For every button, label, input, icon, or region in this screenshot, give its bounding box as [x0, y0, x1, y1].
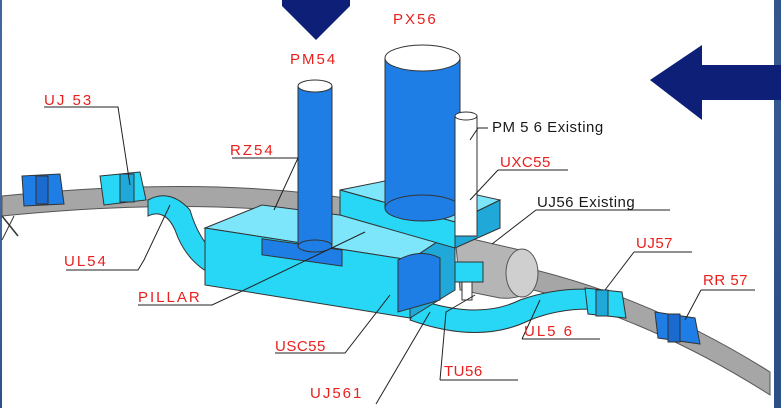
label-px56: PX56: [393, 11, 438, 28]
label-pillar: PILLAR: [138, 289, 202, 306]
label-uxc55: UXC55: [500, 154, 551, 171]
label-rz54: RZ54: [230, 142, 275, 159]
rr57-ring: [654, 311, 701, 345]
pm56-shaft: [454, 111, 478, 237]
uj53-ring: [99, 171, 147, 206]
label-rr57: RR 57: [703, 272, 749, 289]
pm54-shaft: [297, 79, 333, 253]
label-ul54: UL54: [64, 253, 108, 270]
down-arrow-icon: [282, 0, 350, 40]
label-ul56: UL5 6: [524, 323, 575, 340]
left-edge-ring: [21, 173, 65, 207]
label-usc55: USC55: [275, 338, 326, 355]
pillar: [397, 253, 441, 313]
label-pm54: PM54: [290, 51, 338, 68]
left-arrow-icon: [650, 45, 781, 120]
px56-shaft: [384, 44, 461, 222]
label-pm56-existing: PM 5 6 Existing: [492, 119, 604, 136]
label-tu56: TU56: [444, 363, 483, 380]
label-uj56-existing: UJ56 Existing: [537, 194, 636, 211]
leader-lines: [44, 106, 755, 405]
uj57-ring: [584, 287, 627, 319]
label-uj57: UJ57: [636, 235, 674, 252]
left-tunnel-edge: [1, 215, 15, 241]
tu56-gallery: [454, 261, 484, 301]
label-uj53: UJ 53: [44, 92, 94, 109]
label-uj561: UJ561: [310, 385, 364, 402]
